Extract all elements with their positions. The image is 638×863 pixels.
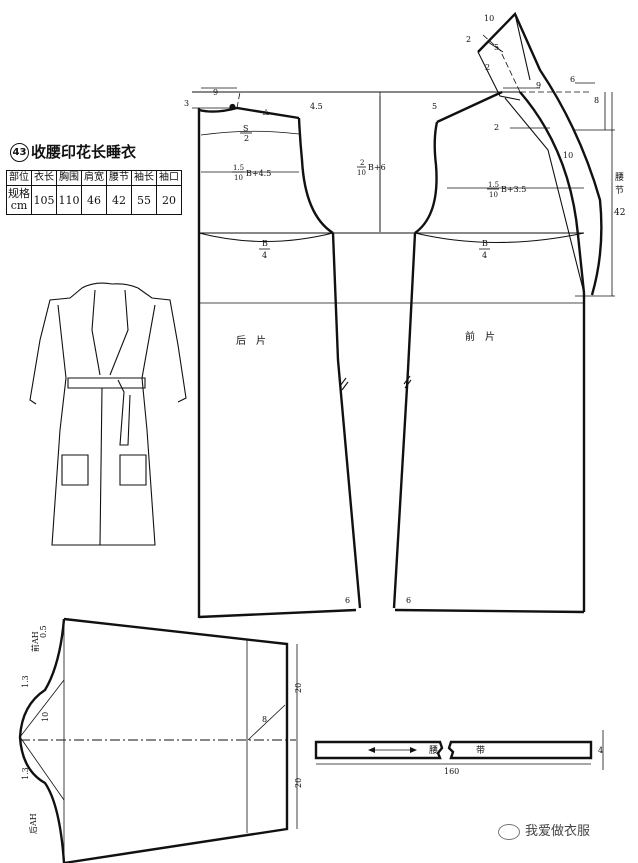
dim-sleeve-20-bottom: 20 [294, 778, 303, 788]
dim-sleeve-10: 10 [41, 712, 50, 722]
belt-piece [314, 730, 604, 770]
dim-back-neck-rise: 3 [184, 99, 189, 108]
spec-header-cell: 衣长 [31, 170, 57, 186]
dim-collar-8: 8 [594, 96, 599, 105]
dim-back-shoulder: 9 [213, 88, 218, 97]
wechat-icon [498, 823, 520, 840]
dim-sleeve-0-5: 0.5 [39, 625, 48, 638]
dim-front-b4-num: B [482, 239, 488, 248]
dim-armhole-frac-den: 10 [357, 169, 366, 177]
text-labels: 后 片 前 片 腰 节 42 9 9 3 4.5 5 S 2 1.5 10 B+… [21, 14, 625, 834]
dim-lapel-10: 10 [563, 151, 573, 160]
dim-front-hem-flare: 6 [406, 596, 411, 605]
title-text: 收腰印花长睡衣 [31, 143, 137, 161]
dim-front-shoulder-drop: 5 [432, 102, 437, 111]
spec-value-cell: 55 [131, 185, 157, 215]
dim-back-chest-frac-num: 1.5 [233, 164, 244, 172]
belt-label-right: 带 [476, 745, 485, 756]
dim-front-b4-den: 4 [482, 251, 487, 260]
back-piece-label: 后 片 [236, 334, 266, 347]
dim-armhole-frac-num: 2 [360, 159, 364, 167]
spec-header-cell: 肩宽 [81, 170, 107, 186]
spec-header-cell: 部位 [6, 170, 32, 186]
dim-front-shoulder: 9 [536, 81, 541, 90]
spec-row-label-2: cm [10, 199, 28, 212]
spec-header-cell: 胸围 [56, 170, 82, 186]
watermark: 我爱做衣服 [498, 820, 590, 840]
dim-back-chest: B+4.5 [246, 169, 271, 178]
dim-front-chest-frac-den: 10 [489, 191, 498, 199]
dim-back-hem-flare: 6 [345, 596, 350, 605]
dim-back-chest-frac-den: 10 [234, 174, 243, 182]
svg-text:△: △ [263, 107, 270, 116]
sleeve-piece [18, 617, 298, 863]
dim-back-shoulder-drop: 4.5 [310, 102, 323, 111]
spec-header-row: 部位 衣长 胸围 肩宽 腰节 袖长 袖口 [6, 170, 182, 186]
spec-value-cell: 42 [106, 185, 132, 215]
dim-neck-6: 6 [570, 75, 575, 84]
dimension-lines [200, 87, 584, 232]
spec-row-label-1: 规格 [8, 187, 30, 200]
waist-length-label-1: 腰 [615, 172, 624, 183]
spec-value-cell: 105 [31, 185, 57, 215]
label-back-ah: 后AH [28, 813, 38, 834]
dim-front-chest: B+3.5 [501, 185, 526, 194]
dim-sleeve-20-top: 20 [294, 683, 303, 693]
waist-length-label-2: 节 [615, 185, 624, 196]
spec-value-cell: 20 [156, 185, 182, 215]
dim-s-den: 2 [244, 134, 249, 143]
dim-s-num: S [243, 124, 248, 133]
dim-collar-5: 5 [494, 43, 499, 52]
notch-marks [339, 375, 412, 391]
dim-collar-2b: 2 [485, 63, 490, 72]
spec-value-cell: 46 [81, 185, 107, 215]
title-number: 43 [10, 143, 29, 162]
waist-length-value: 42 [614, 208, 625, 218]
watermark-text: 我爱做衣服 [525, 824, 591, 839]
belt-label-left: 腰 [429, 745, 438, 756]
front-piece-label: 前 片 [465, 330, 495, 343]
dim-belt-width: 4 [598, 746, 603, 755]
dim-front-chest-frac-num: 1.5 [488, 181, 499, 189]
svg-text:●: ● [229, 102, 236, 111]
bodice-frame [192, 91, 586, 619]
front-piece [392, 90, 590, 609]
dim-back-b4-den: 4 [262, 251, 267, 260]
spec-header-cell: 腰节 [106, 170, 132, 186]
spec-header-cell: 袖口 [156, 170, 182, 186]
label-front-ah: 前AH [30, 631, 40, 652]
dim-back-b4-num: B [262, 239, 268, 248]
dim-belt-length: 160 [444, 767, 459, 776]
spec-value-cell: 110 [56, 185, 82, 215]
dim-collar-10: 10 [484, 14, 494, 23]
dim-sleeve-1-3-top: 1.3 [21, 675, 30, 688]
dim-sleeve-8: 8 [262, 715, 267, 724]
dim-collar-2a: 2 [466, 35, 471, 44]
garment-sketch [29, 282, 187, 546]
dim-sleeve-1-3-bottom: 1.3 [21, 767, 30, 780]
dim-armhole: B+6 [368, 163, 386, 172]
collar-piece [477, 11, 603, 296]
spec-header-cell: 袖长 [131, 170, 157, 186]
right-measure-lines [575, 82, 615, 297]
back-piece: ● △ [198, 91, 362, 609]
dim-collar-2c: 2 [494, 123, 499, 132]
